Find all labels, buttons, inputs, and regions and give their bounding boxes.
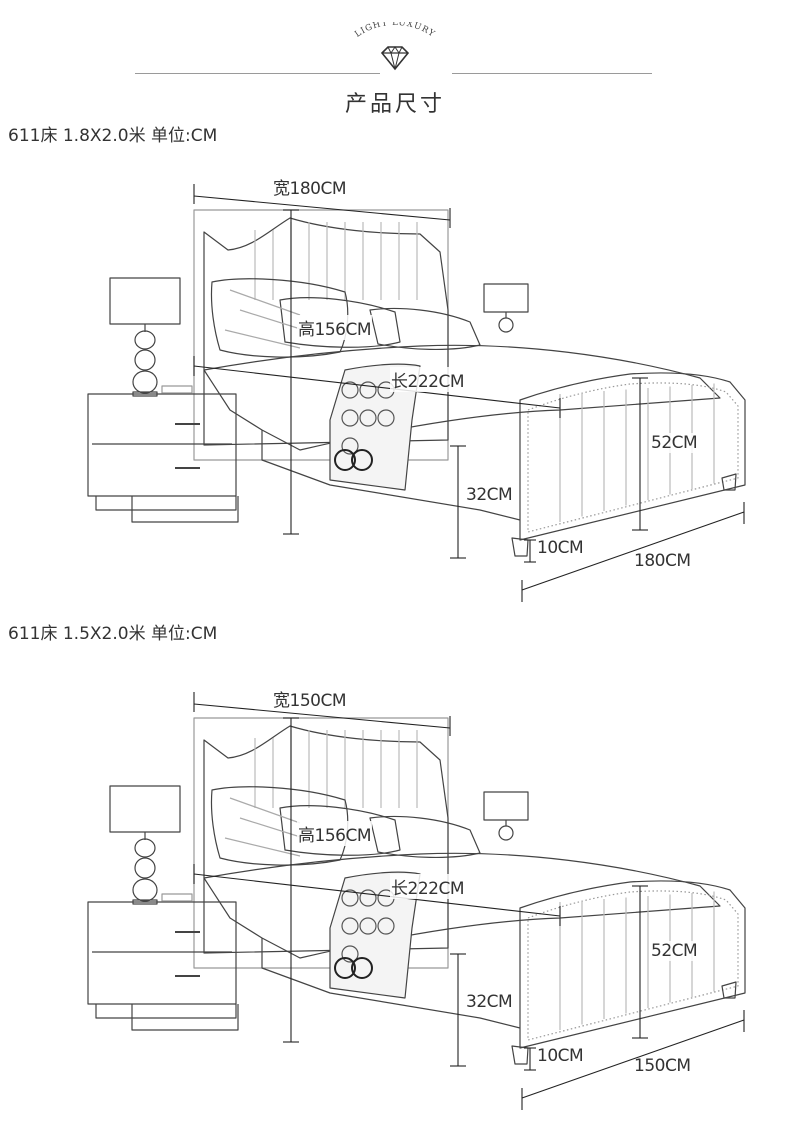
bottom-width-label: 150CM bbox=[634, 1056, 691, 1076]
height-label: 高156CM bbox=[297, 315, 372, 340]
bed-side bbox=[261, 938, 521, 1029]
runner-pattern bbox=[341, 917, 359, 935]
lamp-body bbox=[498, 317, 514, 333]
bed-line-art bbox=[87, 717, 746, 1065]
book-stack bbox=[161, 893, 193, 902]
runner-pattern bbox=[377, 409, 395, 427]
lamp-shade bbox=[483, 283, 529, 313]
runner-pattern bbox=[359, 889, 377, 907]
lamp-base bbox=[132, 899, 158, 905]
nightstand bbox=[87, 393, 237, 497]
leg-height-label: 10CM bbox=[537, 538, 584, 558]
bottom-dimension-line bbox=[521, 511, 745, 591]
bed-leg bbox=[721, 981, 737, 999]
headboard-frame bbox=[193, 209, 449, 461]
lamp-shade bbox=[109, 785, 181, 833]
runner-pattern bbox=[351, 957, 373, 979]
length-label: 长222CM bbox=[390, 367, 465, 392]
pillow bbox=[279, 297, 401, 348]
lamp-body bbox=[132, 370, 158, 394]
dimension-lines bbox=[193, 692, 745, 1110]
height-label: 高156CM bbox=[297, 821, 372, 846]
nightstand-base bbox=[95, 496, 239, 523]
footboard-height-label: 52CM bbox=[650, 941, 699, 961]
side-height-label: 32CM bbox=[465, 485, 514, 505]
length-dimension-line bbox=[193, 365, 561, 409]
bottom-width-label: 180CM bbox=[634, 551, 691, 571]
nightstand bbox=[87, 901, 237, 1005]
bed-leg bbox=[721, 473, 737, 491]
runner-pattern bbox=[341, 437, 359, 455]
runner-pattern bbox=[359, 409, 377, 427]
bed-drawing bbox=[87, 184, 746, 602]
spec-line-2: 611床 1.5X2.0米 单位:CM bbox=[8, 624, 218, 644]
footboard-height-label: 52CM bbox=[650, 433, 699, 453]
header-rule-left bbox=[135, 73, 380, 74]
bed-leg bbox=[511, 1045, 529, 1065]
bed-drawing bbox=[87, 692, 746, 1110]
lamp-shade bbox=[483, 791, 529, 821]
spec-line-1: 611床 1.8X2.0米 单位:CM bbox=[8, 126, 218, 146]
lamp-shade bbox=[109, 277, 181, 325]
bed-diagram-2: 宽150CM 高156CM 长222CM 52CM 32CM 10CM 150C… bbox=[0, 668, 790, 1148]
diamond-icon bbox=[380, 46, 410, 71]
bed-line-art bbox=[87, 209, 746, 557]
runner-pattern bbox=[351, 449, 373, 471]
brand-arc-text: LIGHT LUXURY bbox=[353, 22, 437, 40]
bottom-dimension-line bbox=[521, 1019, 745, 1099]
length-label: 长222CM bbox=[390, 874, 465, 899]
headboard-frame bbox=[193, 717, 449, 969]
runner-pattern bbox=[359, 381, 377, 399]
pillow bbox=[369, 815, 481, 859]
pillow bbox=[279, 805, 401, 856]
runner-pattern bbox=[341, 889, 359, 907]
footboard bbox=[519, 372, 746, 541]
lamp-body bbox=[134, 838, 156, 858]
mattress bbox=[203, 852, 721, 959]
bed-side bbox=[261, 430, 521, 521]
side-height-label: 32CM bbox=[465, 992, 514, 1012]
lamp-body bbox=[134, 857, 156, 879]
lamp-body bbox=[134, 349, 156, 371]
bed-leg bbox=[511, 537, 529, 557]
runner-pattern bbox=[359, 917, 377, 935]
runner-pattern bbox=[341, 409, 359, 427]
page-header: LIGHT LUXURY 产品尺寸 bbox=[0, 0, 790, 120]
runner-pattern bbox=[334, 449, 356, 471]
mattress bbox=[203, 344, 721, 451]
lamp-base bbox=[132, 391, 158, 397]
footboard bbox=[519, 880, 746, 1049]
width-label: 宽180CM bbox=[273, 179, 347, 199]
book-stack bbox=[161, 385, 193, 394]
page-title: 产品尺寸 bbox=[344, 92, 445, 117]
lamp-body bbox=[132, 878, 158, 902]
length-dimension-line bbox=[193, 873, 561, 917]
dimension-lines bbox=[193, 184, 745, 602]
runner-pattern bbox=[341, 381, 359, 399]
nightstand-base bbox=[95, 1004, 239, 1031]
headboard-panel bbox=[203, 725, 449, 954]
width-dimension-line bbox=[193, 195, 451, 221]
width-dimension-line bbox=[193, 703, 451, 729]
lamp-body bbox=[134, 330, 156, 350]
svg-text:LIGHT LUXURY: LIGHT LUXURY bbox=[353, 22, 437, 40]
runner-pattern bbox=[341, 945, 359, 963]
runner-pattern bbox=[377, 917, 395, 935]
header-rule-right bbox=[452, 73, 652, 74]
lamp-body bbox=[498, 825, 514, 841]
pillow bbox=[369, 307, 481, 351]
runner-pattern bbox=[334, 957, 356, 979]
width-label: 宽150CM bbox=[273, 691, 347, 711]
bed-diagram-1: 宽180CM 高156CM 长222CM 52CM 32CM 10CM 180C… bbox=[0, 160, 790, 640]
headboard-panel bbox=[203, 217, 449, 446]
leg-height-label: 10CM bbox=[537, 1046, 584, 1066]
